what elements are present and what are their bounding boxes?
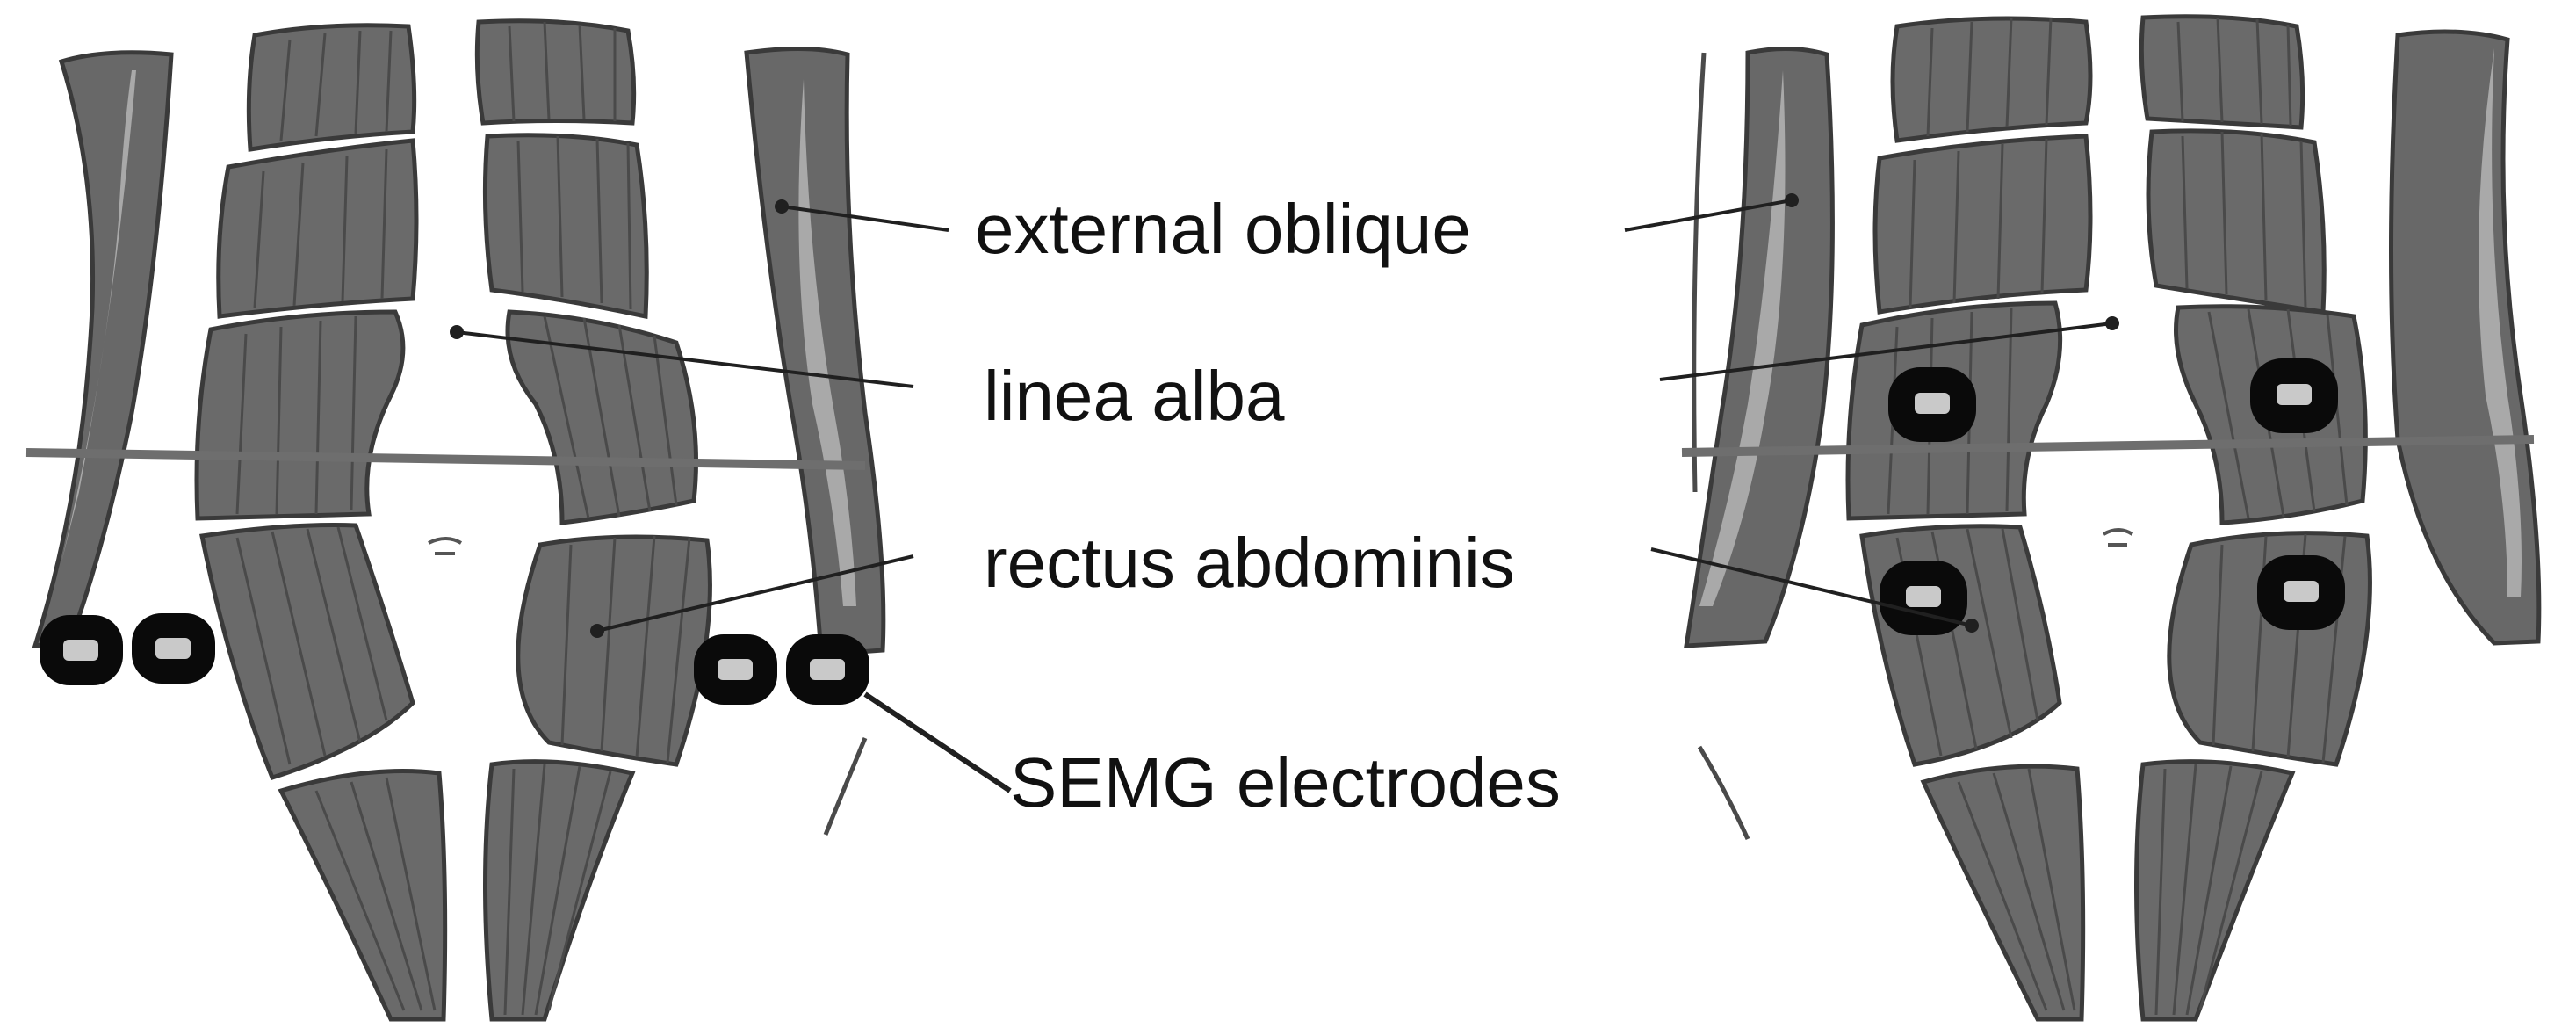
leader-dot (450, 325, 464, 339)
skin-contour (823, 737, 868, 836)
label-linea-alba: linea alba (984, 357, 1285, 435)
left-semg-electrodes (40, 613, 869, 705)
leader-dot (2105, 316, 2119, 330)
left-rectus-blocks-left-half (194, 23, 448, 1022)
leader-semg-electrodes (863, 691, 1012, 793)
leader-rectus-right (1650, 547, 1973, 627)
right-waist-line (1681, 435, 2535, 457)
electrode (694, 634, 777, 705)
electrode (40, 615, 123, 685)
left-external-oblique-left-side (32, 50, 174, 648)
leader-dot (1965, 619, 1979, 633)
leader-dot (775, 199, 789, 214)
right-rectus-blocks-right-half (2134, 14, 2372, 1022)
electrode (1880, 561, 1967, 635)
leader-external-oblique-left (781, 205, 949, 232)
right-torso-panel (1681, 14, 2542, 1022)
right-rectus-blocks-left-half (1845, 16, 2093, 1022)
leader-lines (450, 193, 2119, 793)
electrode (2250, 358, 2338, 433)
labels: external oblique linea alba rectus abdom… (975, 190, 1561, 822)
electrode (1888, 367, 1976, 442)
electrode (132, 613, 215, 684)
leader-linea-alba-left (456, 330, 914, 388)
leader-dot (1785, 193, 1799, 207)
left-waist-line (25, 448, 866, 470)
leader-dot (590, 624, 604, 638)
right-semg-electrodes (1880, 358, 2345, 635)
right-external-oblique-left-side (1684, 47, 1835, 648)
left-navel (428, 537, 463, 555)
label-semg-electrodes: SEMG electrodes (1010, 743, 1561, 822)
label-external-oblique: external oblique (975, 190, 1471, 268)
label-rectus-abdominis: rectus abdominis (984, 524, 1515, 602)
left-rectus-blocks-right-half (474, 18, 712, 1022)
leader-external-oblique-right (1624, 199, 1793, 232)
skin-contour (1692, 52, 1707, 493)
right-external-oblique-right-side (2389, 29, 2542, 646)
skin-contour (1697, 745, 1750, 841)
electrode (2257, 555, 2345, 630)
right-navel (2102, 528, 2134, 547)
electrode (786, 634, 869, 705)
leader-linea-alba-right (1659, 322, 2113, 381)
left-external-oblique-right-side (744, 46, 886, 657)
leader-rectus-left (596, 554, 914, 633)
left-torso-panel (25, 18, 886, 1022)
